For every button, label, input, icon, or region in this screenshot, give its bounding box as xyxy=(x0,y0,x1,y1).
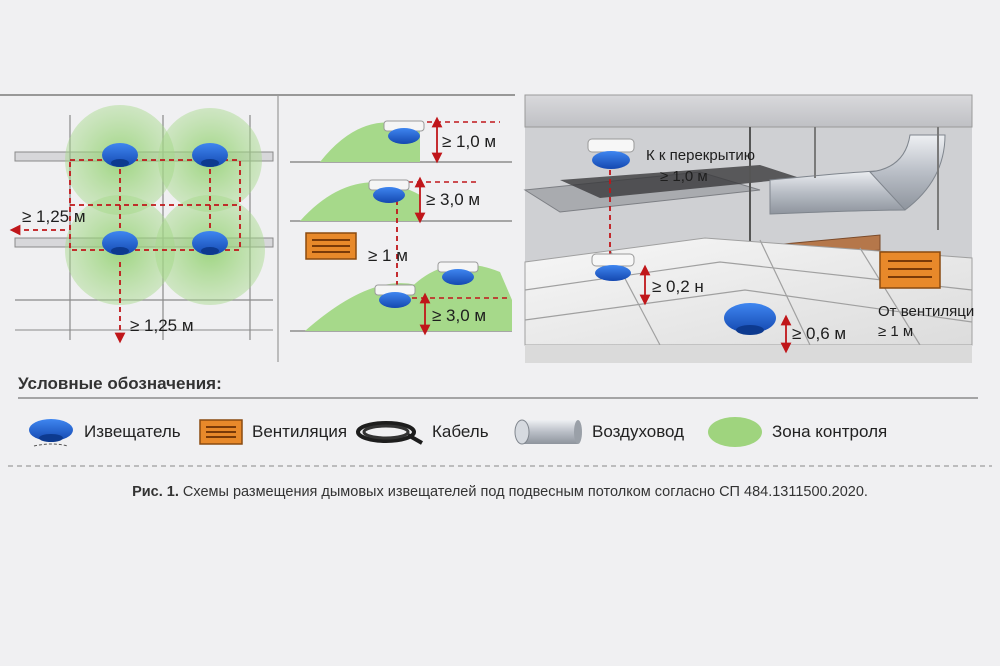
legend-title: Условные обозначения: xyxy=(18,374,222,393)
middle-bottom-label: ≥ 3,0 м xyxy=(432,306,487,325)
right-06-label: ≥ 0,6 м xyxy=(792,324,847,343)
detector-icon xyxy=(383,120,425,144)
right-02-label: ≥ 0,2 н xyxy=(652,277,704,296)
legend-item-zone: Зона контроля xyxy=(706,415,887,449)
left-bottom-label: ≥ 1,25 м xyxy=(130,316,194,335)
legend-label-ventilation: Вентиляция xyxy=(252,422,348,441)
legend-label-detector: Извещатель xyxy=(84,422,181,441)
detector-icon xyxy=(437,261,479,285)
duct-icon xyxy=(514,419,582,445)
detector-icon xyxy=(587,138,635,169)
detector-icon xyxy=(102,231,138,255)
cable-icon xyxy=(356,421,423,445)
ventilation-icon xyxy=(879,251,941,289)
ventilation-icon xyxy=(199,419,243,445)
right-vent-label-line1: От вентиляци xyxy=(878,303,975,320)
detector-icon xyxy=(192,231,228,255)
right-vent-label-line2: ≥ 1 м xyxy=(878,323,914,340)
detector-icon xyxy=(192,143,228,167)
middle-between-label: ≥ 1 м xyxy=(368,246,408,265)
figure-caption: Рис. 1. Схемы размещения дымовых извещат… xyxy=(0,484,1000,500)
control-zone-icon xyxy=(708,417,762,447)
legend-item-detector: Извещатель xyxy=(26,415,181,449)
right-ceiling-label-line2: ≥ 1,0 м xyxy=(660,168,708,185)
caption-text: Схемы размещения дымовых извещателей под… xyxy=(182,484,868,500)
legend-item-duct: Воздуховод xyxy=(512,415,684,449)
legend-item-ventilation: Вентиляция xyxy=(198,415,347,449)
right-ceiling-label-line1: К к перекрытию xyxy=(646,147,755,164)
detector-icon xyxy=(29,419,73,447)
middle-mid-label: ≥ 3,0 м xyxy=(426,190,481,209)
ventilation-icon xyxy=(305,232,357,260)
legend-label-duct: Воздуховод xyxy=(592,422,685,441)
middle-top-label: ≥ 1,0 м xyxy=(442,132,497,151)
detector-icon xyxy=(724,303,776,335)
left-side-label: ≥ 1,25 м xyxy=(22,207,86,226)
detector-icon xyxy=(102,143,138,167)
caption-number: Рис. 1. xyxy=(132,484,179,500)
detector-icon xyxy=(374,284,416,308)
legend-label-cable: Кабель xyxy=(432,422,489,441)
detector-icon xyxy=(591,253,635,281)
detector-icon xyxy=(368,179,410,203)
legend-item-cable: Кабель xyxy=(352,415,489,449)
legend-label-zone: Зона контроля xyxy=(772,422,888,441)
